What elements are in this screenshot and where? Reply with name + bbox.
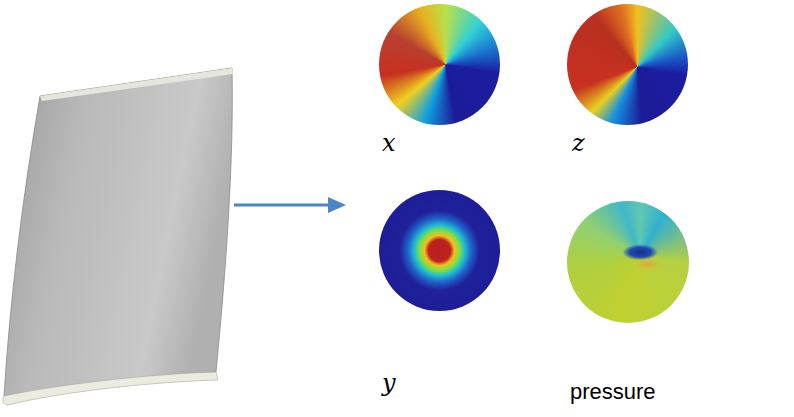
flow-arrow [234,204,330,207]
arrow-head [328,197,346,213]
axis-label: z [572,131,585,155]
blade-platform [3,372,218,405]
y-field [379,190,500,311]
axis-label: y [382,371,396,395]
z-field [567,4,688,125]
blade-tip [40,68,233,101]
pressure-field [567,201,689,323]
turbine-blade [4,68,232,398]
field-label: pressure [570,381,656,403]
axis-label: x [382,131,396,155]
x-field [379,4,500,125]
